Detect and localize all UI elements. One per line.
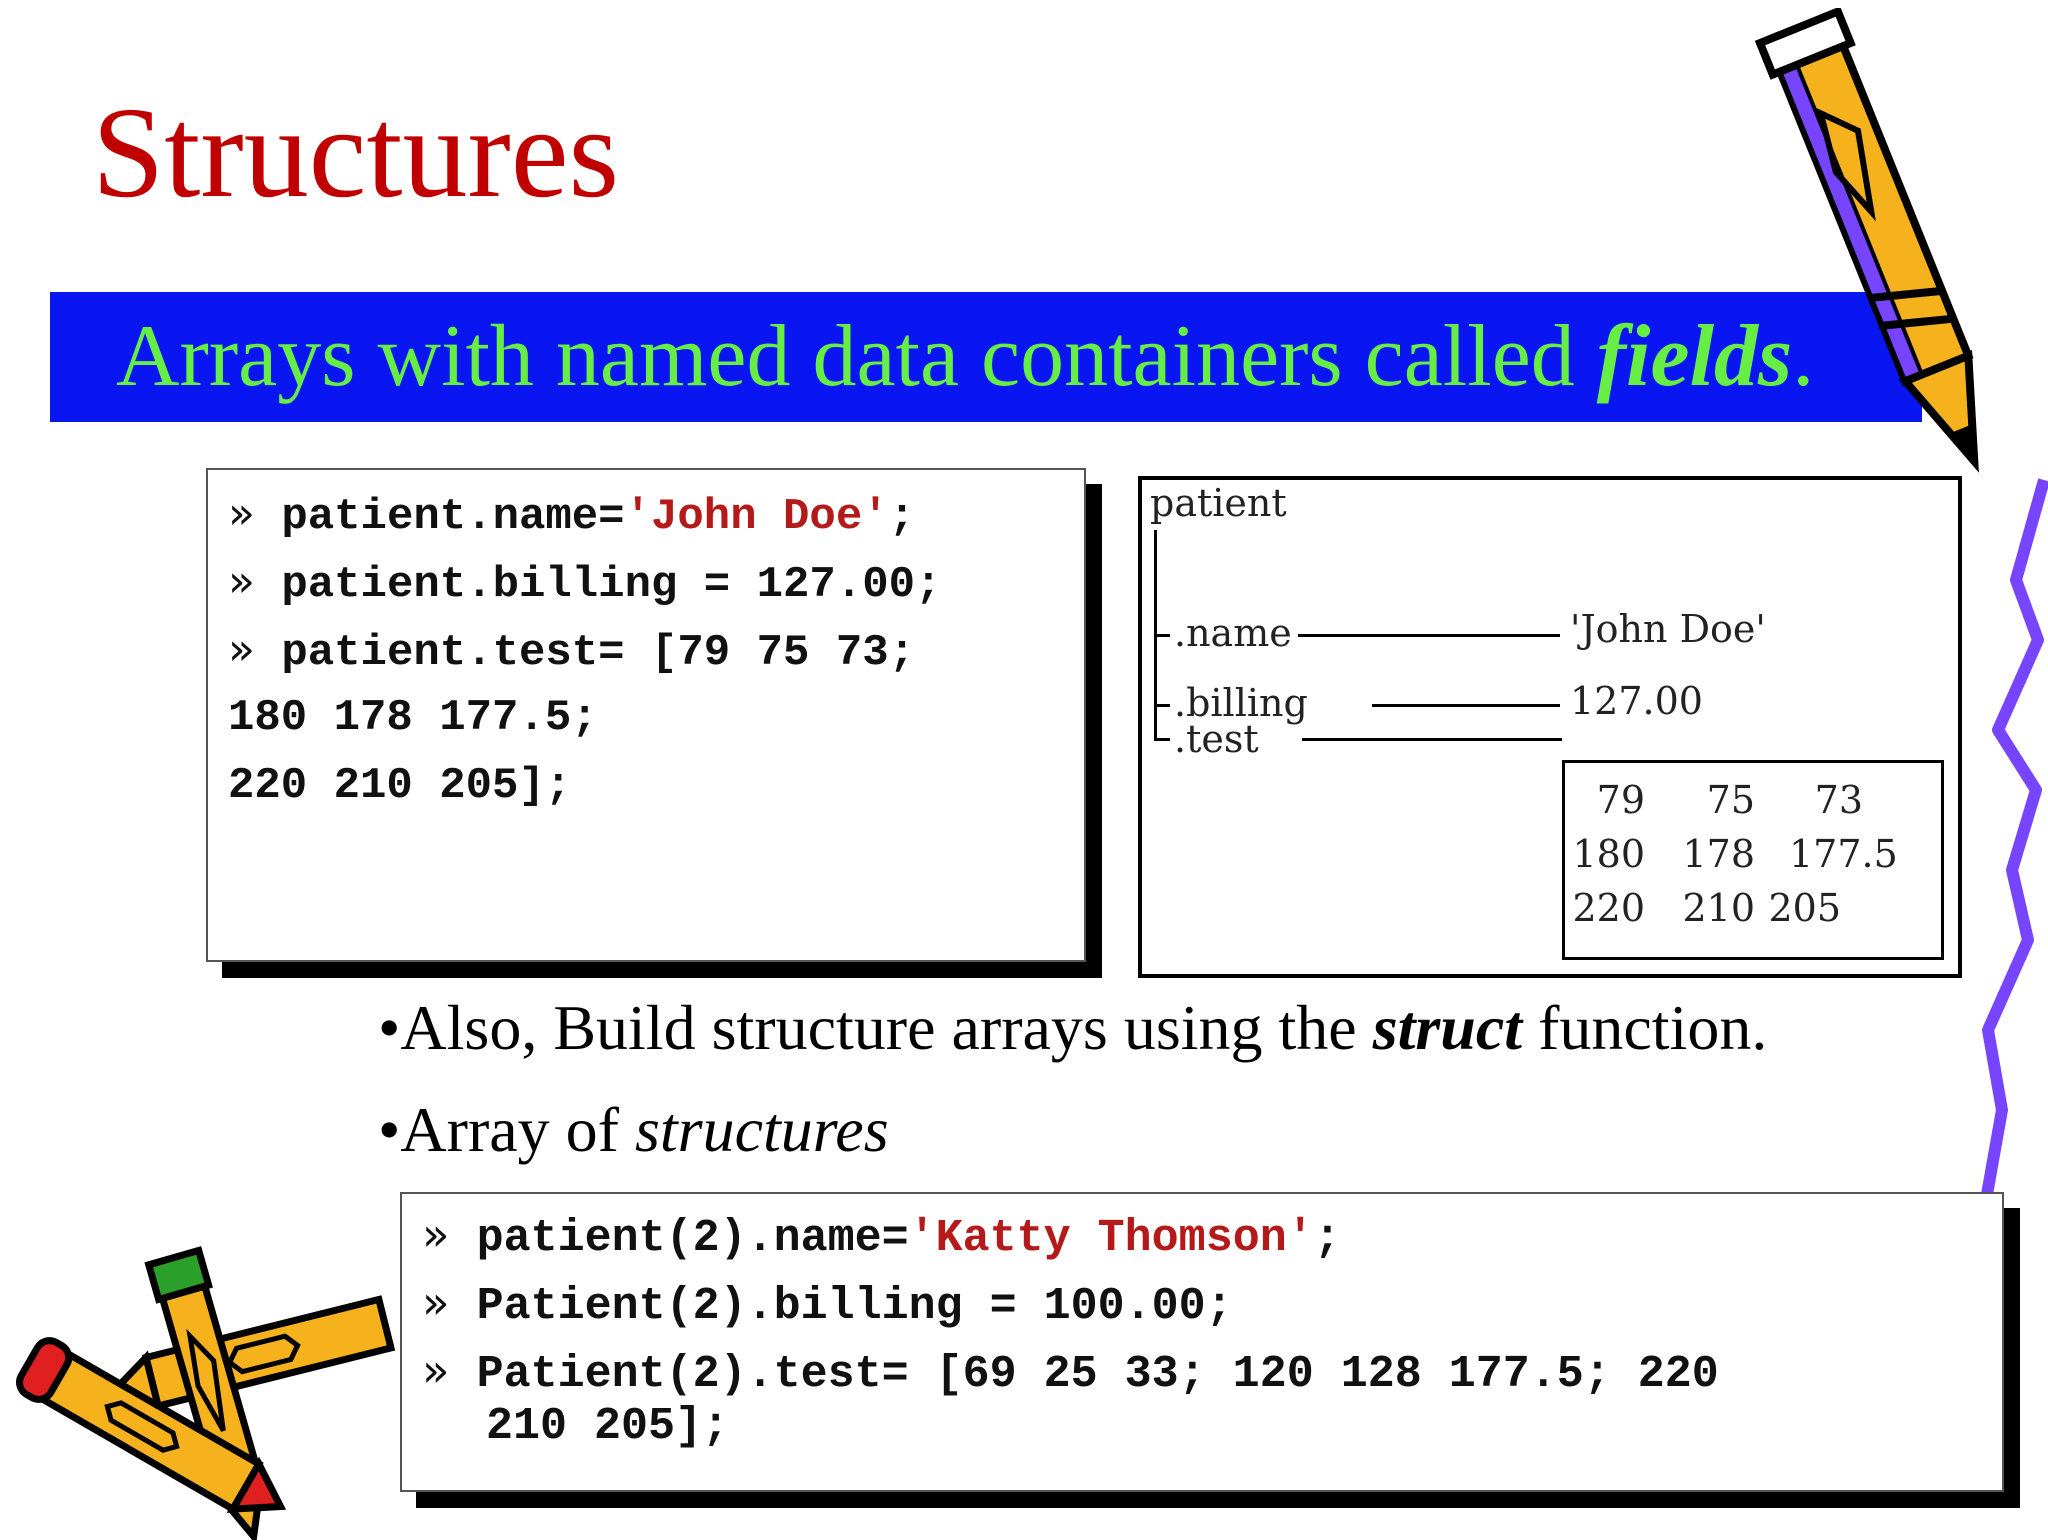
- bullet-text: Array of: [400, 1094, 635, 1165]
- code-text: Patient(2).billing = 100.00;: [476, 1281, 1233, 1332]
- code-line: » patient.name='John Doe';: [228, 492, 916, 542]
- matrix-cell: 205: [1768, 886, 1841, 930]
- tree-branch-line: [1154, 634, 1170, 637]
- banner-text: Arrays with named data containers called…: [116, 313, 1814, 401]
- field-label-test: .test: [1174, 717, 1259, 761]
- prompt-symbol: »: [422, 1344, 450, 1397]
- field-value-billing: 127.00: [1570, 679, 1703, 723]
- bullet-emphasis: struct: [1372, 992, 1523, 1063]
- bullet-text: Also, Build structure arrays using the: [400, 992, 1373, 1063]
- matrix-cell: 177.5: [1789, 832, 1898, 876]
- code-text: ;: [1313, 1213, 1341, 1264]
- struct-diagram: patient .name 'John Doe' .billing 127.00…: [1138, 476, 1962, 978]
- code-line: » patient.test= [79 75 73;: [228, 628, 916, 678]
- code-text: ;: [888, 492, 916, 542]
- string-literal: 'John Doe': [624, 492, 889, 542]
- code-block-patient: » patient.name='John Doe'; » patient.bil…: [206, 468, 1086, 962]
- banner-text-end: .: [1792, 308, 1815, 405]
- matrix-cell: 75: [1706, 778, 1755, 822]
- bullet-marker: •: [378, 992, 401, 1063]
- code-line: 220 210 205];: [228, 764, 571, 808]
- code-line: » patient(2).name='Katty Thomson';: [422, 1212, 1341, 1261]
- code-text: patient.name=: [281, 492, 625, 542]
- prompt-symbol: »: [422, 1276, 450, 1329]
- prompt-symbol: »: [228, 556, 255, 607]
- bullet-text: function.: [1522, 992, 1768, 1063]
- subtitle-banner: Arrays with named data containers called…: [50, 292, 1922, 422]
- banner-emphasis: fields: [1596, 308, 1793, 405]
- field-label-billing: .billing: [1174, 681, 1308, 725]
- matrix-cell: 210: [1682, 886, 1755, 930]
- prompt-symbol: »: [422, 1208, 450, 1261]
- bullet-array-of-structures: •Array of structures: [378, 1098, 889, 1162]
- bullet-marker: •: [378, 1094, 401, 1165]
- code-text: 180 178 177.5;: [228, 693, 598, 743]
- pencil-icon: [1754, 8, 1979, 473]
- code-block-patient-2: » patient(2).name='Katty Thomson'; » Pat…: [400, 1192, 2004, 1492]
- code-text: patient.test= [79 75 73;: [281, 628, 916, 678]
- banner-text-main: Arrays with named data containers called: [116, 308, 1597, 405]
- matrix-cell: 73: [1814, 778, 1863, 822]
- code-text: patient.billing = 127.00;: [281, 560, 942, 610]
- matrix-cell: 220: [1572, 886, 1645, 930]
- code-line: » Patient(2).test= [69 25 33; 120 128 17…: [422, 1348, 1719, 1397]
- code-text: patient(2).name=: [476, 1213, 909, 1264]
- slide-title: Structures: [92, 81, 620, 225]
- code-text: 210 205];: [486, 1401, 730, 1452]
- field-label-name: .name: [1174, 611, 1292, 655]
- field-connector-line: [1302, 738, 1562, 741]
- code-line: » patient.billing = 127.00;: [228, 560, 942, 610]
- field-connector-line: [1372, 704, 1560, 707]
- matrix-cell: 79: [1596, 778, 1645, 822]
- code-line: 210 205];: [486, 1404, 729, 1449]
- string-literal: 'Katty Thomson': [908, 1213, 1314, 1264]
- code-line: 180 178 177.5;: [228, 696, 598, 740]
- bullet-emphasis: structures: [634, 1094, 889, 1165]
- tree-branch-line: [1154, 704, 1170, 707]
- field-value-name: 'John Doe': [1570, 607, 1766, 651]
- diagram-root-label: patient: [1150, 481, 1287, 525]
- code-line: » Patient(2).billing = 100.00;: [422, 1280, 1233, 1329]
- matrix-cell: 178: [1682, 832, 1755, 876]
- bullet-struct-function: •Also, Build structure arrays using the …: [378, 996, 1767, 1060]
- code-text: Patient(2).test= [69 25 33; 120 128 177.…: [476, 1349, 1719, 1400]
- matrix-cell: 180: [1572, 832, 1645, 876]
- code-text: 220 210 205];: [228, 761, 572, 811]
- squiggle-line: [1980, 478, 2048, 1202]
- test-matrix: 79 75 73 180 178 177.5 220 210 205: [1562, 760, 1944, 960]
- prompt-symbol: »: [228, 488, 255, 539]
- field-connector-line: [1298, 634, 1560, 637]
- prompt-symbol: »: [228, 624, 255, 675]
- tree-branch-line: [1154, 738, 1170, 741]
- pencils-icon: [16, 1246, 396, 1540]
